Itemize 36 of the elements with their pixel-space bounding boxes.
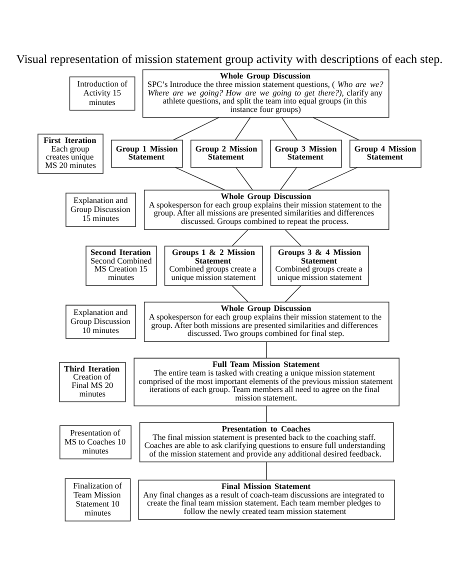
connector bbox=[266, 405, 267, 422]
connector bbox=[266, 461, 267, 480]
connector bbox=[308, 166, 358, 190]
connector bbox=[281, 116, 298, 140]
connector bbox=[236, 166, 253, 190]
connector bbox=[232, 284, 248, 302]
node-box: Explanation and Group Discussion 15 minutes bbox=[66, 192, 136, 226]
node-box: Group 3 Mission Statement bbox=[270, 139, 342, 168]
node-box: Presentation to Coaches The final mission statement is presented back to the coaching staff. Coaches are able to ask clarifying questions to ensure full understanding of the mission statement and provide any additional desired feedback. bbox=[139, 422, 394, 462]
diagram-title: Visual representation of mission statement group activity with descriptions of each step. bbox=[16, 51, 443, 66]
node-box: Introduction of Activity 15 minutes bbox=[69, 76, 136, 110]
node-box: Whole Group Discussion SPC’s Introduce the three mission statement questions, (Who are we? Where are we going? How are we going to get there?), clarify any athlete questions, and split the team into equal groups (in this instance four groups) bbox=[142, 68, 390, 118]
node-box: First Iteration Each group creates unique MS 20 minutes bbox=[38, 133, 104, 174]
connector bbox=[174, 166, 226, 190]
connector bbox=[266, 340, 267, 358]
connector bbox=[284, 284, 302, 302]
connector bbox=[232, 228, 248, 246]
node-box: Finalization of Team Mission Statement 10 minutes bbox=[64, 478, 131, 521]
connector bbox=[172, 116, 220, 140]
node-box: Groups 1 & 2 Mission Statement Combined groups create a unique mission statement bbox=[164, 245, 263, 286]
connector bbox=[284, 228, 302, 246]
node-box: Whole Group Discussion A spokesperson for each group explains their mission statement to the group. After all missions are presented similarities and differences discussed. Groups combined to repeat the process. bbox=[144, 189, 390, 230]
node-box: Explanation and Group Discussion 10 minutes bbox=[66, 304, 136, 338]
node-box: Full Team Mission Statement The entire team is tasked with creating a unique mission statement comprised of the most important elements of the previous mission statement iterations of each group. Team members all need to agree on the final mission statement. bbox=[134, 357, 400, 406]
node-box: Presentation of MS to Coaches 10 minutes bbox=[60, 424, 132, 459]
connector bbox=[234, 116, 251, 140]
connector bbox=[312, 116, 360, 140]
node-box: Third Iteration Creation of Final MS 20 minutes bbox=[59, 361, 126, 402]
node-box: Whole Group Discussion A spokesperson for each group explains their mission statement to the group. After both missions are presented similarities and differences discussed. Two groups combined for final step. bbox=[144, 301, 390, 342]
node-box: Groups 3 & 4 Mission Statement Combined groups create a unique mission statement bbox=[270, 245, 369, 286]
node-box: Group 2 Mission Statement bbox=[190, 139, 262, 168]
node-box: Second Iteration Second Combined MS Creation 15 minutes bbox=[86, 245, 157, 286]
node-box: Final Mission Statement Any final changes as a result of coach-team discussions are integrated to create the final team mission statement. Each team member pledges to follow the newly created team mission statement bbox=[138, 479, 395, 520]
node-box: Group 1 Mission Statement bbox=[111, 139, 183, 168]
connector bbox=[280, 166, 298, 190]
node-box: Group 4 Mission Statement bbox=[350, 139, 422, 168]
